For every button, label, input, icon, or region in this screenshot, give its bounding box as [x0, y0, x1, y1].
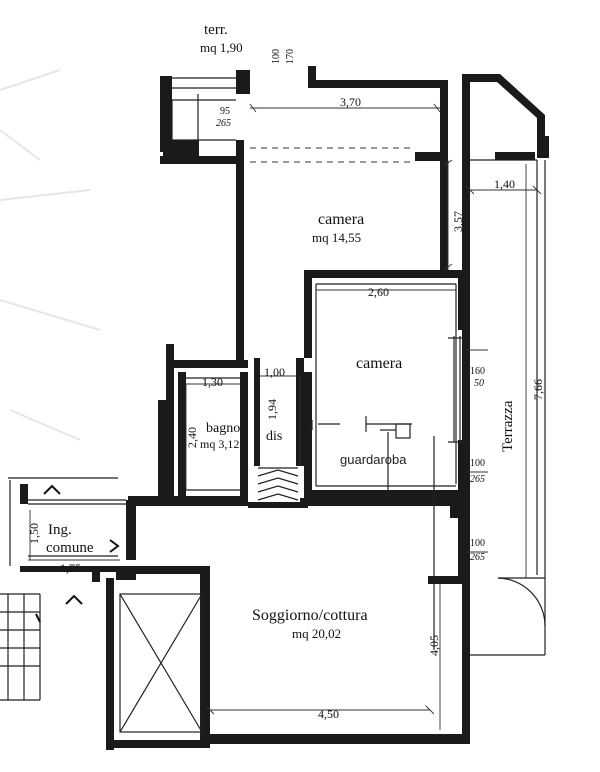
room-ingresso-line1: Ing.: [48, 522, 72, 538]
dim-175: 1,75: [60, 561, 81, 575]
room-camera-1-area: mq 14,55: [312, 230, 361, 245]
dim-95: 95: [220, 106, 230, 117]
dim-160: 160: [470, 366, 485, 377]
dim-50: 50: [474, 378, 484, 389]
room-camera-2-name: camera: [356, 355, 402, 372]
dim-240: 2,40: [185, 427, 199, 448]
background-strokes: [0, 69, 101, 441]
dim-100-top: 100: [271, 49, 282, 64]
room-guardaroba-name: guardaroba: [340, 452, 407, 467]
dimension-lines: [28, 103, 542, 730]
dim-357: 3,57: [451, 211, 465, 232]
room-soggiorno-name: Soggiorno/cottura: [252, 607, 368, 624]
beam-dashes: [250, 147, 414, 163]
labels: terr. mq 1,90 100 170 95 265 3,70 1,40 3…: [27, 22, 545, 721]
dim-265-soggiorno: 265: [470, 552, 485, 563]
terrace-top-area: mq 1,90: [200, 40, 243, 55]
room-dis-name: dis: [266, 429, 282, 444]
dim-405: 4,05: [427, 635, 441, 656]
door-markers: [35, 484, 120, 623]
room-bagno-name: bagno: [206, 421, 240, 436]
terrace-top-name: terr.: [204, 22, 228, 38]
dim-150: 1,50: [27, 523, 41, 544]
dim-370: 3,70: [340, 95, 361, 109]
thin-lines: [0, 77, 546, 733]
walls: [20, 66, 549, 750]
dim-100-camera2: 100: [470, 458, 485, 469]
dim-265-top: 265: [216, 118, 231, 129]
dim-130: 1,30: [202, 375, 223, 389]
dim-170-top: 170: [285, 49, 296, 64]
room-soggiorno-area: mq 20,02: [292, 626, 341, 641]
dim-140: 1,40: [494, 177, 515, 191]
dim-194: 1,94: [265, 399, 279, 420]
room-bagno-area: mq 3,12: [200, 437, 239, 451]
room-ingresso-line2: comune: [46, 540, 94, 556]
room-terrazza-name: Terrazza: [500, 400, 516, 452]
dim-100-soggiorno: 100: [470, 538, 485, 549]
dim-100-dis: 1,00: [264, 365, 285, 379]
dim-260: 2,60: [368, 285, 389, 299]
dim-265-camera2: 265: [470, 474, 485, 485]
room-camera-1-name: camera: [318, 211, 364, 228]
dim-450: 4,50: [318, 707, 339, 721]
dim-766: 7,66: [531, 379, 545, 400]
